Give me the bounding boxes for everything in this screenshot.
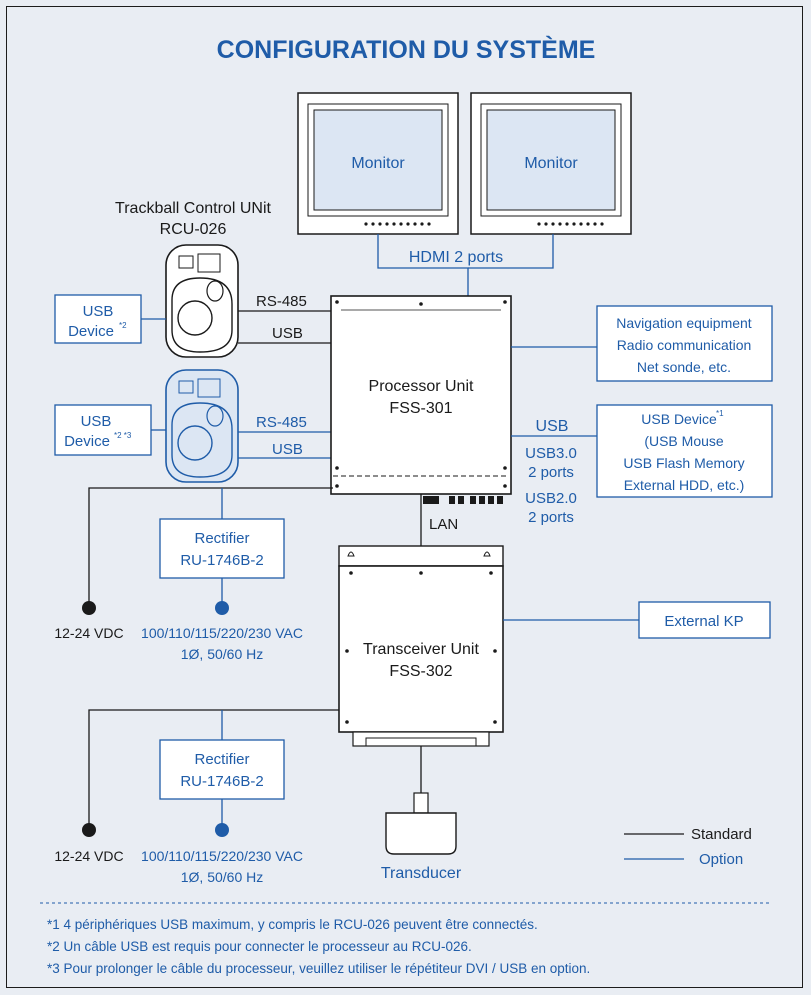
- usb-label: USB: [272, 441, 303, 458]
- transceiver-unit: Transceiver Unit FSS-302: [338, 545, 504, 747]
- dc-label: 12-24 VDC: [54, 848, 123, 864]
- usb20-ports: 2 ports: [528, 509, 574, 526]
- rs485-label: RS-485: [256, 414, 307, 431]
- rectifier-box-1: Rectifier RU-1746B-2: [159, 518, 285, 579]
- trackball-model: RCU-026: [160, 221, 227, 238]
- rectifier-box-2: Rectifier RU-1746B-2: [159, 739, 285, 800]
- usb30-ports: 2 ports: [528, 464, 574, 481]
- lan-label: LAN: [429, 516, 458, 533]
- dc-label: 12-24 VDC: [54, 625, 123, 641]
- ac-label: 100/110/115/220/230 VAC: [141, 625, 303, 641]
- processor-ports: [423, 496, 503, 504]
- processor-dc-line: [88, 487, 333, 604]
- trackball-unit-standard: [165, 244, 239, 358]
- usb-device-box-2: USB Device *2 *3: [54, 404, 152, 456]
- footnote-1: *1 4 périphériques USB maximum, y compri…: [47, 917, 538, 932]
- usb-label: USB: [272, 325, 303, 342]
- monitor-label: Monitor: [351, 155, 405, 172]
- usb-device-title: USB Device: [641, 411, 717, 427]
- transceiver-label: Transceiver Unit: [363, 641, 479, 658]
- trackball-unit-option: [165, 369, 239, 483]
- usb-device-label: USB: [81, 413, 112, 430]
- footnote-marker: *1: [716, 409, 724, 418]
- nav-line: Navigation equipment: [616, 315, 752, 331]
- usb-device-box-1: USB Device *2: [54, 294, 142, 344]
- nav-line: Net sonde, etc.: [637, 359, 731, 375]
- processor-unit: Processor Unit FSS-301: [330, 295, 512, 495]
- usb20-label: USB2.0: [525, 490, 577, 507]
- transducer: [385, 792, 457, 855]
- processor-label: Processor Unit: [369, 378, 474, 395]
- usb-device-label: USB: [83, 303, 114, 320]
- rectifier-label: Rectifier: [194, 530, 249, 547]
- transceiver-dc-line: [88, 709, 339, 826]
- footnote-marker: *2: [119, 321, 127, 330]
- rectifier-label: Rectifier: [194, 751, 249, 768]
- usb30-label: USB3.0: [525, 445, 577, 462]
- navigation-equipment-box: Navigation equipment Radio communication…: [596, 305, 773, 382]
- rs485-label: RS-485: [256, 293, 307, 310]
- usb-device-line: External HDD, etc.): [624, 477, 745, 493]
- hdmi-line-1: [377, 234, 469, 296]
- dc-terminal-icon: [82, 601, 96, 615]
- usb-device-label: Device: [64, 433, 110, 450]
- transceiver-model: FSS-302: [389, 663, 452, 680]
- ac-terminal-icon: [215, 601, 229, 615]
- ac-label: 100/110/115/220/230 VAC: [141, 848, 303, 864]
- footnote-2: *2 Un câble USB est requis pour connecte…: [47, 939, 472, 954]
- legend-standard-label: Standard: [691, 826, 752, 843]
- footnote-marker: *2 *3: [114, 431, 132, 440]
- monitor-label: Monitor: [524, 155, 578, 172]
- transducer-label: Transducer: [381, 865, 462, 882]
- hdmi-label: HDMI 2 ports: [409, 249, 503, 266]
- hdmi-line-2: [468, 234, 554, 269]
- nav-line: Radio communication: [617, 337, 752, 353]
- processor-model: FSS-301: [389, 400, 452, 417]
- usb-device-line: USB Flash Memory: [623, 455, 744, 471]
- usb-label: USB: [536, 418, 569, 435]
- rectifier-model: RU-1746B-2: [180, 773, 263, 790]
- rectifier-model: RU-1746B-2: [180, 552, 263, 569]
- usb-device-label: Device: [68, 323, 114, 340]
- ac-phase-label: 1Ø, 50/60 Hz: [181, 646, 264, 662]
- legend: Standard Option: [624, 826, 752, 868]
- monitor-2: Monitor: [470, 92, 632, 235]
- trackball-title: Trackball Control UNit: [115, 200, 271, 217]
- ac-terminal-icon: [215, 823, 229, 837]
- dc-terminal-icon: [82, 823, 96, 837]
- external-kp-box: External KP: [638, 601, 771, 639]
- footnote-3: *3 Pour prolonger le câble du processeur…: [47, 961, 590, 976]
- external-kp-label: External KP: [664, 613, 743, 630]
- monitor-1: Monitor: [297, 92, 459, 235]
- legend-option-label: Option: [699, 851, 743, 868]
- usb-device-right-box: USB Device *1 (USB Mouse USB Flash Memor…: [596, 404, 773, 498]
- ac-phase-label: 1Ø, 50/60 Hz: [181, 869, 264, 885]
- page-title: CONFIGURATION DU SYSTÈME: [217, 35, 596, 64]
- usb-device-line: (USB Mouse: [644, 433, 724, 449]
